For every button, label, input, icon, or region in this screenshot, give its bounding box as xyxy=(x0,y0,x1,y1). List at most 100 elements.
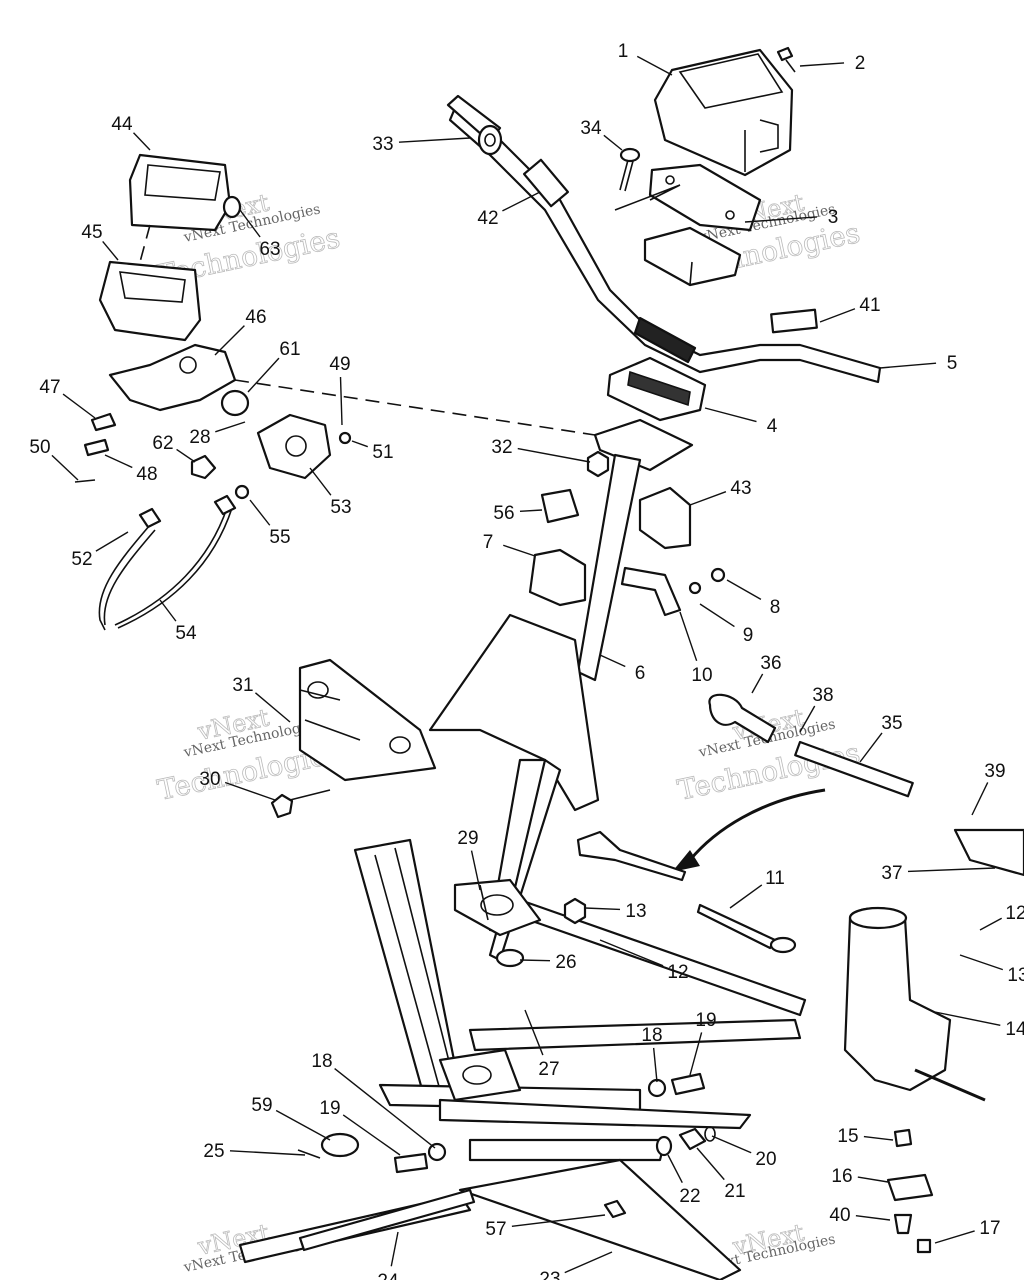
leader-line xyxy=(239,209,261,238)
leader-line xyxy=(275,1109,331,1141)
part-48-clip xyxy=(83,438,110,457)
part-16-bracket xyxy=(886,1173,934,1202)
leader-line xyxy=(564,1251,613,1274)
callout-number: 35 xyxy=(881,713,902,734)
leader-line xyxy=(819,308,856,323)
leader-line xyxy=(334,1068,436,1149)
leader-line xyxy=(689,491,727,506)
leader-line xyxy=(863,1135,894,1141)
callout-number: 10 xyxy=(691,665,712,686)
leader-line xyxy=(502,191,541,212)
callout-number: 5 xyxy=(947,353,958,374)
callout-number: 3 xyxy=(828,207,839,228)
part-1-headlight-housing xyxy=(653,48,794,177)
part-61-grommet xyxy=(220,389,250,417)
leader-line xyxy=(907,867,996,873)
callout-number: 12 xyxy=(1005,903,1024,924)
part-13-nut xyxy=(563,897,587,925)
leader-line xyxy=(934,1011,1001,1026)
callout-number: 44 xyxy=(111,114,133,135)
leader-line xyxy=(696,1147,725,1181)
callout-number: 9 xyxy=(743,625,754,646)
leader-line xyxy=(95,531,129,552)
callout-number: 37 xyxy=(881,863,902,884)
direction-arrow xyxy=(688,788,826,861)
leader-line xyxy=(51,454,79,481)
callout-number: 30 xyxy=(199,769,220,790)
leader-line xyxy=(214,325,245,356)
callout-number: 11 xyxy=(765,868,785,889)
callout-number: 14 xyxy=(1005,1019,1024,1040)
leader-line xyxy=(229,1150,306,1156)
callout-number: 22 xyxy=(679,1186,700,1207)
leader-line xyxy=(799,62,845,67)
part-10-clamp xyxy=(620,566,726,617)
part-11-drag-link xyxy=(576,830,797,954)
callout-number: 49 xyxy=(329,354,350,375)
leader-line xyxy=(511,1214,606,1228)
callout-layer: 1234567891011121213131415161718181919202… xyxy=(29,41,1024,1280)
part-19-bolt-2 xyxy=(393,1152,429,1174)
callout-number: 50 xyxy=(29,437,50,458)
callout-number: 2 xyxy=(855,53,866,74)
callout-number: 55 xyxy=(269,527,290,548)
callout-number: 18 xyxy=(641,1025,662,1046)
leader-line xyxy=(711,1135,752,1154)
callout-number: 24 xyxy=(377,1271,399,1280)
part-18-washer xyxy=(647,1078,667,1098)
leader-line xyxy=(519,959,551,962)
leader-line xyxy=(104,454,133,469)
part-18-washer-2 xyxy=(427,1142,447,1162)
part-34-bolt xyxy=(619,147,641,192)
leader-line xyxy=(855,1214,891,1221)
leader-line xyxy=(599,939,664,967)
part-17-bolt xyxy=(916,1238,932,1254)
leader-line xyxy=(159,599,177,622)
part-29-cotter-pin xyxy=(479,884,489,921)
callout-number: 29 xyxy=(457,828,478,849)
leader-line xyxy=(309,467,332,496)
callout-number: 25 xyxy=(203,1141,224,1162)
part-56-bushing xyxy=(540,488,580,524)
leader-line xyxy=(102,240,119,261)
leader-line xyxy=(215,421,246,433)
leader-line xyxy=(729,884,763,909)
callout-number: 52 xyxy=(71,549,92,570)
callout-number: 36 xyxy=(760,653,781,674)
callout-number: 12 xyxy=(667,962,688,983)
leader-line xyxy=(689,1032,703,1076)
leader-line xyxy=(636,55,673,76)
part-57-fitting xyxy=(603,1199,627,1219)
callout-number: 33 xyxy=(372,134,393,155)
part-46-mounting-plate xyxy=(108,343,237,412)
part-15-bolt xyxy=(893,1128,913,1148)
callout-number: 32 xyxy=(491,437,512,458)
callout-number: 19 xyxy=(319,1098,340,1119)
leader-line xyxy=(584,907,621,911)
leader-line xyxy=(62,393,96,419)
leader-line xyxy=(342,1114,401,1156)
callout-number: 7 xyxy=(483,532,494,553)
callout-number: 28 xyxy=(189,427,210,448)
callout-number: 59 xyxy=(251,1095,272,1116)
leader-line xyxy=(726,579,762,600)
part-31-bracket xyxy=(298,658,437,782)
part-44-speedometer xyxy=(128,153,242,232)
callout-number: 13 xyxy=(625,901,646,922)
part-21-bushing xyxy=(678,1127,707,1151)
direction-arrowhead xyxy=(672,850,700,872)
callout-number: 34 xyxy=(580,118,602,139)
part-45-bezel xyxy=(98,260,202,342)
part-14-spindle xyxy=(843,906,986,1102)
leader-line xyxy=(799,705,816,733)
leader-line xyxy=(247,357,280,393)
callout-number: 19 xyxy=(695,1010,716,1031)
part-20-ring xyxy=(704,1126,716,1142)
part-55-washer xyxy=(234,484,250,500)
callout-number: 6 xyxy=(635,663,646,684)
dash-line-45 xyxy=(139,224,151,263)
part-25-cotter-pin xyxy=(297,1149,321,1159)
part-33-grip xyxy=(446,94,503,156)
callout-number: 57 xyxy=(485,1219,506,1240)
part-2-screw xyxy=(776,46,796,73)
